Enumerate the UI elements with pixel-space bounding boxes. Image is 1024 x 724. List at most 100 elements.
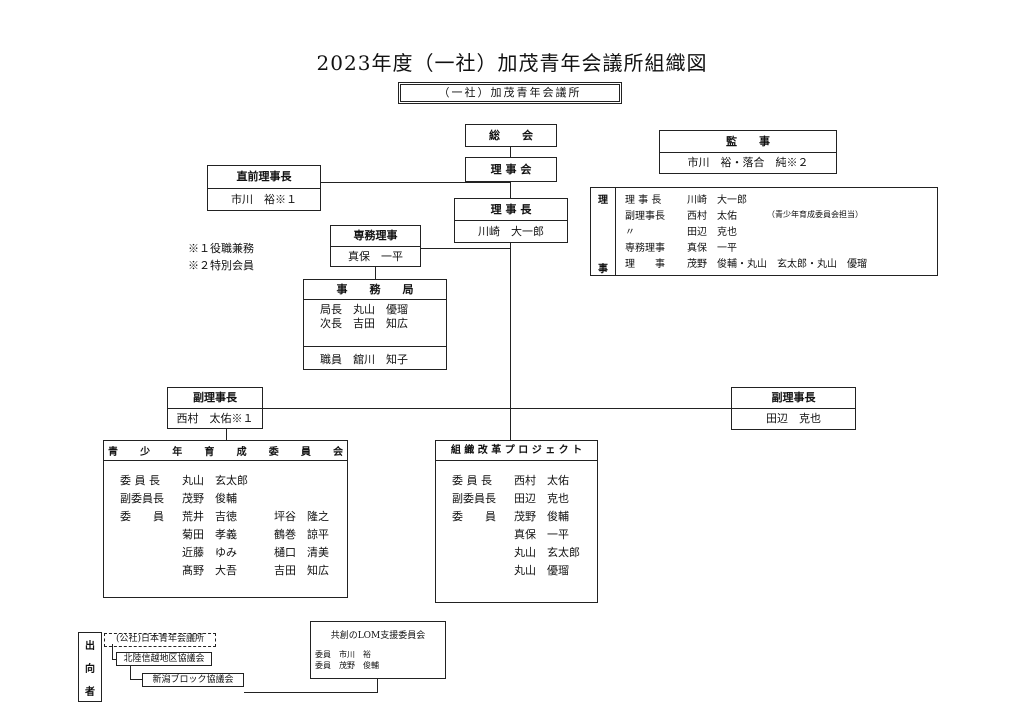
secretariat-title: 事 務 局 — [304, 280, 446, 300]
reform-project-rows: 委 員 長 西村 太佑副委員長田辺 克也委 員 茂野 俊輔真保 一平丸山 玄太郎丸山… — [452, 472, 592, 580]
secondee-side-box: 出 向 者 — [78, 632, 102, 702]
director-names: 西村 太佑 — [687, 211, 737, 222]
reform-member-row: 丸山 優瑠 — [452, 562, 592, 580]
youth-member-role: 委 員 長 — [120, 474, 160, 487]
reform-member-row: 委 員 茂野 俊輔 — [452, 508, 592, 526]
reform-member-row: 丸山 玄太郎 — [452, 544, 592, 562]
board-label: 理 事 会 — [490, 163, 532, 176]
vice-president-left-title: 副理事長 — [168, 388, 262, 409]
reform-member-role: 委 員 長 — [452, 474, 492, 487]
reform-member-role: 副委員長 — [452, 492, 496, 505]
secondee-char: 出 — [85, 641, 95, 652]
youth-member-row: 菊田 孝義 鶴巻 諒平 — [120, 526, 345, 544]
director-role: 理 事 — [625, 259, 665, 270]
lom-committee-title: 共創のLOM支援委員会 — [330, 631, 426, 641]
vice-president-right-box: 副理事長 田辺 克也 — [731, 387, 856, 430]
youth-member-row: 近藤 ゆみ 樋口 清美 — [120, 544, 345, 562]
youth-committee-title: 青少年育成委員会 — [104, 441, 347, 461]
youth-member-role: 委 員 — [120, 510, 164, 523]
org-name-box: （一社）加茂青年会議所 — [398, 82, 622, 104]
youth-member-name: 菊田 孝義 — [182, 528, 237, 541]
vice-president-left-box: 副理事長 西村 太佑※１ — [167, 387, 263, 429]
youth-member-name: 鶴巻 諒平 — [274, 528, 329, 541]
connector-line — [263, 408, 733, 409]
reform-project-box: 組 織 改 革 プ ロ ジ ェ ク ト 委 員 長西村 太佑副委員長田辺 克也委… — [435, 440, 598, 603]
connector-line — [112, 659, 116, 660]
director-names: 川崎 大一郎 — [687, 195, 747, 206]
president-box: 理 事 長 川崎 大一郎 — [454, 198, 568, 243]
director-names: 田辺 克也 — [687, 227, 737, 238]
niigata-block-box: 新潟ブロック協議会 — [142, 673, 244, 687]
youth-committee-box: 青少年育成委員会 委 員 長丸山 玄太郎副委員長茂野 俊輔委 員荒井 吉徳坪谷 … — [103, 440, 348, 598]
youth-title-char: 青 — [108, 447, 118, 458]
vice-president-right-title: 副理事長 — [732, 388, 855, 409]
auditor-title: 監 事 — [660, 131, 836, 153]
youth-member-name: 荒井 吉徳 — [182, 510, 237, 523]
connector-line — [244, 692, 378, 693]
youth-member-row: 委 員 荒井 吉徳 坪谷 隆之 — [120, 508, 345, 526]
director-role: 専務理事 — [625, 243, 665, 254]
board-box: 理 事 会 — [465, 157, 557, 182]
vice-president-left-name: 西村 太佑※１ — [176, 412, 254, 425]
past-president-title: 直前理事長 — [208, 166, 320, 189]
youth-member-row: 副委員長 茂野 俊輔 — [120, 490, 345, 508]
president-title: 理 事 長 — [455, 199, 567, 221]
youth-title-char: 成 — [236, 447, 247, 458]
vice-president-right-name: 田辺 克也 — [766, 412, 821, 425]
secretariat-row: 局長 丸山 優瑠 — [320, 303, 408, 316]
auditor-box: 監 事 市川 裕・落合 純※２ — [659, 130, 837, 174]
youth-member-row: 髙野 大吾吉田 知広 — [120, 562, 345, 580]
lom-member: 委員 茂野 俊輔 — [315, 661, 379, 670]
connector-line — [420, 248, 511, 249]
secondee-char: 向 — [85, 664, 95, 675]
connector-line — [226, 428, 227, 440]
reform-member-name: 西村 太佑 — [514, 474, 569, 487]
reform-member-name: 茂野 俊輔 — [514, 510, 569, 523]
director-names: 茂野 俊輔・丸山 玄太郎・丸山 優瑠 — [687, 259, 867, 270]
youth-title-char: 委 — [268, 447, 279, 458]
note-1: ※１役職兼務 — [188, 242, 254, 255]
executive-director-title: 専務理事 — [331, 226, 420, 247]
youth-member-name: 近藤 ゆみ — [182, 546, 237, 559]
reform-member-name: 丸山 玄太郎 — [514, 546, 580, 559]
connector-line — [510, 182, 511, 198]
secondee-char: 者 — [85, 687, 95, 698]
director-role: 理 事 長 — [625, 195, 662, 206]
youth-member-name: 坪谷 隆之 — [274, 510, 329, 523]
note-2: ※２特別会員 — [188, 259, 254, 272]
reform-member-role: 委 員 — [452, 510, 496, 523]
youth-committee-rows: 委 員 長丸山 玄太郎副委員長 茂野 俊輔委 員 荒井 吉徳 坪谷 隆之菊田 孝義 鶴巻… — [120, 472, 345, 580]
secretariat-box: 事 務 局 局長 丸山 優瑠 次長 吉田 知広 職員 舘川 知子 — [303, 279, 447, 370]
executive-director-name: 真保 一平 — [348, 250, 403, 263]
directors-side-column: 理 事 — [591, 188, 616, 275]
executive-director-box: 専務理事 真保 一平 — [330, 225, 421, 267]
youth-member-role: 副委員長 — [120, 492, 164, 505]
director-note: （青少年育成委員会担当） — [767, 210, 863, 219]
youth-title-char: 会 — [332, 447, 343, 458]
youth-title-char: 員 — [300, 447, 311, 458]
auditor-names: 市川 裕・落合 純※２ — [687, 156, 809, 169]
connector-line — [377, 678, 378, 693]
connector-line — [112, 644, 113, 659]
connector-line — [375, 267, 376, 279]
connector-line — [320, 182, 511, 183]
youth-member-name: 茂野 俊輔 — [182, 492, 237, 505]
jc-japan-label: (公社)日本青年会議所 — [115, 634, 205, 644]
reform-member-row: 副委員長田辺 克也 — [452, 490, 592, 508]
connector-line — [510, 243, 511, 441]
director-role: 副理事長 — [625, 211, 665, 222]
president-name: 川崎 大一郎 — [478, 225, 544, 238]
past-president-name: 市川 裕※１ — [231, 193, 297, 206]
hokuriku-box: 北陸信越地区協議会 — [116, 652, 212, 666]
lom-member: 委員 市川 裕 — [315, 650, 371, 659]
reform-member-name: 丸山 優瑠 — [514, 564, 569, 577]
general-assembly-label: 総 会 — [489, 129, 533, 142]
youth-title-char: 育 — [204, 447, 215, 458]
page-title: 2023年度（一社）加茂青年会議所組織図 — [316, 51, 708, 75]
connector-line — [510, 147, 511, 157]
reform-member-name: 真保 一平 — [514, 528, 569, 541]
reform-project-title: 組 織 改 革 プ ロ ジ ェ ク ト — [436, 441, 597, 461]
youth-member-row: 委 員 長丸山 玄太郎 — [120, 472, 345, 490]
youth-member-name: 樋口 清美 — [274, 546, 329, 559]
general-assembly-box: 総 会 — [465, 124, 557, 147]
